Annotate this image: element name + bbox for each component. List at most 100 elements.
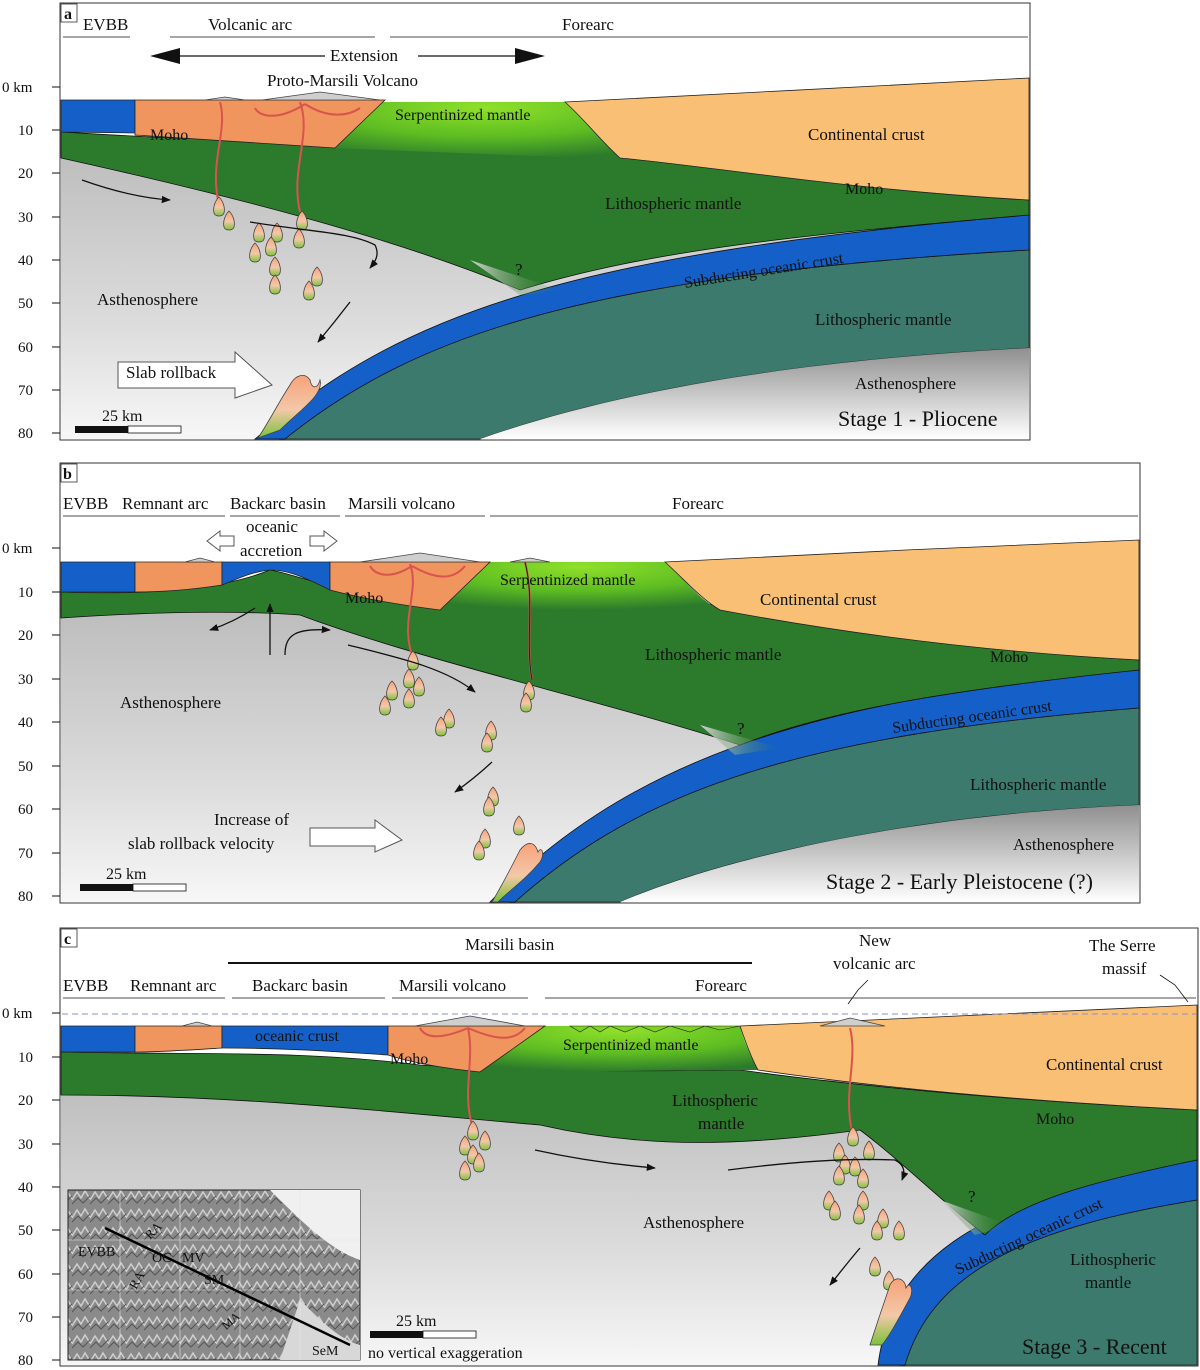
panel-c-scale-note: no vertical exaggeration	[368, 1345, 523, 1362]
panel-a-lith-mantle-lower-label: Lithospheric mantle	[815, 310, 951, 329]
panel-a-letter: a	[64, 6, 72, 23]
panel-c-depth-50: 50	[18, 1223, 33, 1239]
panel-c-zone-marsili-volcano: Marsili volcano	[399, 976, 506, 995]
panel-c-letter-box	[60, 928, 78, 948]
panel-b-slab-melt	[491, 843, 544, 903]
panel-c-scale-bar-white	[422, 1330, 477, 1339]
panel-b-continental-crust	[664, 539, 1140, 661]
panel-b-diverging-arrow-left	[209, 607, 256, 631]
panel-a-depth-80: 80	[18, 426, 33, 442]
panel-c-depth-20: 20	[18, 1093, 33, 1109]
panel-c-depth-axis: 0 km 10 20 30 40 50 60 70 80	[2, 1006, 60, 1369]
panel-a-moho-right: Moho	[845, 181, 883, 198]
panel-b-asthenosphere-left: Asthenosphere	[120, 693, 221, 712]
panel-b-question-mark: ?	[737, 719, 745, 738]
panel-c-scale-label: 25 km	[396, 1313, 437, 1330]
panel-c-moho-right: Moho	[1036, 1111, 1074, 1128]
panel-b-lower-asthenosphere	[620, 805, 1139, 902]
panel-b-depth-70: 70	[18, 846, 33, 862]
panel-b-zone-marsili-volcano: Marsili volcano	[348, 494, 455, 513]
panel-a-serpentinized	[330, 102, 640, 160]
panel-b-oceanic-crust	[221, 561, 331, 591]
panel-a-fade	[470, 260, 560, 295]
panel-c-magma-conduits	[419, 1027, 854, 1133]
panel-c-zone-forearc: Forearc	[695, 976, 747, 995]
panel-c-slab-melt	[869, 1278, 913, 1346]
panel-a-zone-volcanic-arc: Volcanic arc	[208, 15, 293, 34]
panel-a-volcano-cones	[204, 91, 381, 101]
panel-b-stage-label: Stage 2 - Early Pleistocene (?)	[826, 869, 1093, 894]
panel-c-letter: c	[64, 931, 71, 948]
inset-profile-line	[104, 1226, 351, 1347]
panel-c-new-arc-pointer	[847, 979, 869, 1005]
panel-a-slab-melt	[256, 375, 321, 439]
panel-a-depth-60: 60	[18, 340, 33, 356]
panel-b-marsili-crust	[329, 561, 491, 611]
panel-c-moho-left: Moho	[390, 1051, 428, 1068]
panel-c-tilted-blocks	[568, 1025, 741, 1033]
panel-c-depth-70: 70	[18, 1310, 33, 1326]
panel-c-depth-0: 0 km	[2, 1006, 33, 1022]
panel-b-asthenosphere-right: Asthenosphere	[1013, 835, 1114, 854]
panel-a-extension-arrow-left	[150, 48, 180, 64]
panel-b-accretion-line1: oceanic	[246, 517, 298, 536]
panel-b-fade	[700, 725, 780, 755]
panel-b-continental-label: Continental crust	[760, 590, 877, 609]
panel-c-serre-pointer	[1159, 974, 1189, 1003]
panel-a-extension-label: Extension	[330, 46, 398, 65]
panel-c-flow-arrow-3	[829, 1247, 861, 1286]
panel-b-depth-40: 40	[18, 715, 33, 731]
panel-b-rollback-line2: slab rollback velocity	[128, 834, 275, 853]
panel-a-continental-label: Continental crust	[808, 125, 925, 144]
panel-b-zone-remnant-arc: Remnant arc	[122, 494, 209, 513]
panel-a-letter-box	[60, 3, 78, 23]
panel-c-new-arc-line2: volcanic arc	[833, 954, 916, 973]
panel-c-serre-line1: The Serre	[1089, 936, 1156, 955]
panel-a-depth-axis: 0 km 10 20 30 40 50 60 70 80	[2, 80, 60, 442]
panel-b-depth-60: 60	[18, 802, 33, 818]
panel-c-lith-lower-line1: Lithospheric	[1070, 1250, 1156, 1269]
panel-a-zone-forearc: Forearc	[562, 15, 614, 34]
panel-a-scale-bar-white	[127, 425, 182, 434]
panel-a-stage-label: Stage 1 - Pliocene	[838, 406, 997, 431]
panel-a-question-mark: ?	[515, 260, 523, 279]
panel-c-asthenosphere-label: Asthenosphere	[643, 1213, 744, 1232]
panel-c: c Marsili basin EVBB Remnant arc Backarc…	[2, 927, 1199, 1369]
inset-grid	[68, 1190, 360, 1360]
panel-b-backarc-crust	[60, 561, 136, 593]
panel-b-letter-box	[60, 463, 78, 483]
panel-c-inset-map: EVBB RA RA OC MV SM MA SeM	[67, 1189, 361, 1361]
panel-c-stage-label: Stage 3 - Recent	[1022, 1334, 1167, 1359]
panel-c-flow-arrow-1	[534, 1149, 656, 1171]
panel-c-volcano-cones	[181, 1015, 886, 1027]
inset-label-oc: OC	[152, 1251, 171, 1266]
panel-c-fade	[940, 1200, 1010, 1235]
panel-a-depth-0: 0 km	[2, 80, 33, 96]
inset-label-sm: SM	[204, 1273, 225, 1288]
panel-a-flow-arrow-1	[81, 179, 171, 204]
panel-c-serpentinized-label: Serpentinized mantle	[563, 1037, 699, 1054]
panel-c-oceanic-crust-label: oceanic crust	[255, 1028, 340, 1045]
inset-label-sem: SeM	[312, 1344, 339, 1359]
panel-c-depth-30: 30	[18, 1137, 33, 1153]
panel-b-depth-20: 20	[18, 628, 33, 644]
panel-a-continental-crust	[564, 77, 1030, 201]
panel-a-asthenosphere-right: Asthenosphere	[855, 374, 956, 393]
panel-a-magma-conduits	[214, 101, 361, 213]
panel-c-lith-lower-line2: mantle	[1085, 1273, 1131, 1292]
panel-b-depth-10: 10	[18, 585, 33, 601]
panel-a-asthenosphere-left: Asthenosphere	[97, 290, 198, 309]
panel-b-accretion-line2: accretion	[240, 541, 303, 560]
panel-c-depth-40: 40	[18, 1180, 33, 1196]
panel-c-continental-crust	[739, 1004, 1198, 1111]
panel-b-flow-arrow-2	[347, 644, 476, 693]
panel-b-zone-backarc-basin: Backarc basin	[230, 494, 326, 513]
panel-b-moho-right: Moho	[990, 649, 1028, 666]
panel-a-extension-arrow-right	[515, 48, 545, 64]
panel-a-flow-arrow-2	[249, 221, 379, 269]
panel-c-continental-label: Continental crust	[1046, 1055, 1163, 1074]
panel-b-diverging-arrow-right	[284, 625, 331, 656]
panel-a-scale-label: 25 km	[102, 408, 143, 425]
panel-a-scale-bar-black	[75, 426, 128, 433]
panel-c-serre-line2: massif	[1102, 959, 1147, 978]
